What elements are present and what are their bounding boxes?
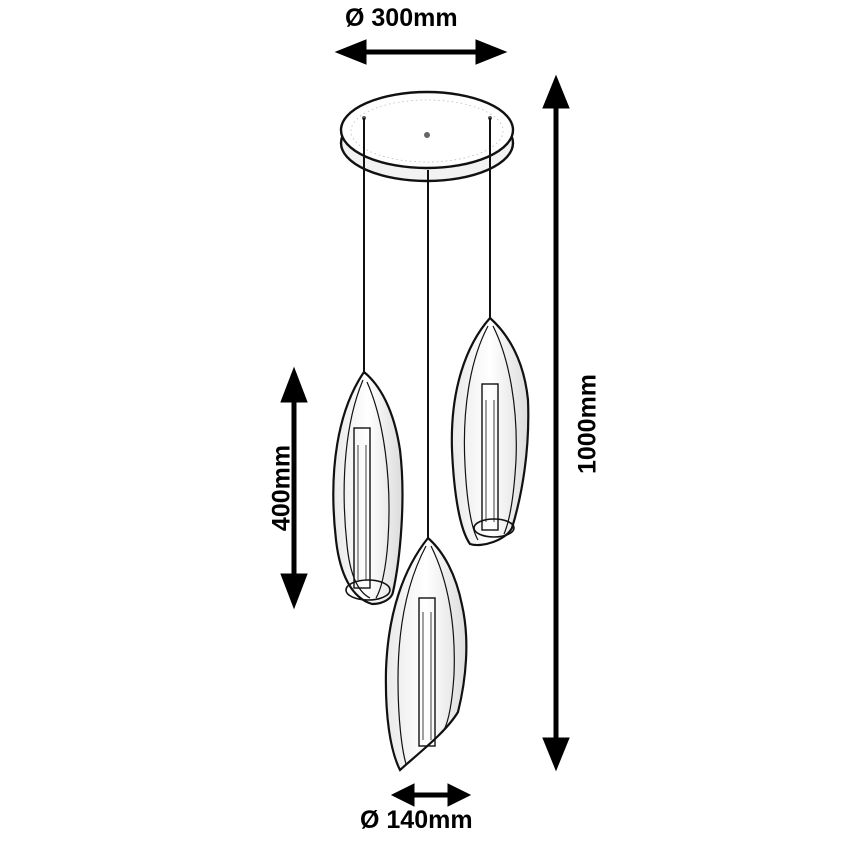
suspension-cables [363, 118, 491, 538]
canopy-diameter-label: Ø 300mm [345, 4, 458, 32]
canopy-diameter-arrow [334, 39, 508, 65]
shade-diameter-arrow [390, 783, 472, 807]
total-height-label: 1000mm [573, 373, 602, 475]
total-height-arrow [542, 74, 570, 772]
pendant-shade-right [450, 316, 530, 547]
shade-height-label: 400mm [267, 444, 296, 532]
pendant-shade-center [384, 536, 468, 772]
ceiling-canopy [339, 90, 515, 183]
shade-height-arrow [280, 366, 308, 610]
shade-diameter-label: Ø 140mm [360, 806, 473, 834]
pendant-shade-left [332, 370, 404, 606]
